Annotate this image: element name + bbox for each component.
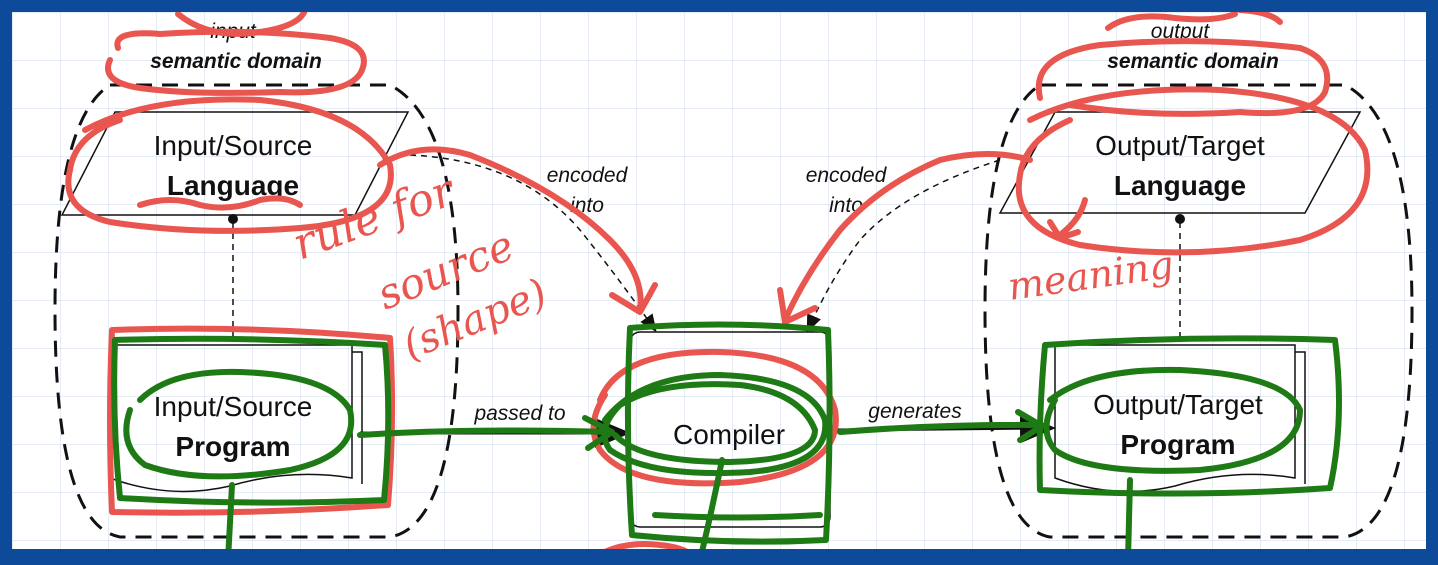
passed-to-label: passed to: [473, 402, 565, 425]
red-underline-language: [137, 195, 303, 211]
output-language-line2: Language: [1114, 170, 1246, 201]
compiler-label: Compiler: [673, 419, 785, 450]
note-meaning: meaning: [1005, 242, 1176, 309]
green-stem-input: [225, 482, 235, 549]
compiler-diagram: input semantic domain output semantic do…: [53, 12, 1414, 549]
green-arrow-generates: [837, 409, 1045, 443]
input-program-line2: Program: [175, 431, 290, 462]
input-language-anchor: [228, 214, 238, 224]
right-encoded-line1: encoded: [806, 164, 888, 187]
green-tick-compiler: [652, 512, 823, 521]
right-domain-boundary: [983, 83, 1414, 539]
green-stem-output: [1125, 477, 1133, 549]
output-program-line2: Program: [1120, 429, 1235, 460]
input-language-line1: Input/Source: [154, 130, 313, 161]
green-circle-output-program: [1043, 366, 1303, 474]
output-domain-label: semantic domain: [1107, 50, 1279, 73]
green-arrow-passed-to: [357, 415, 615, 451]
output-program-line1: Output/Target: [1093, 389, 1263, 420]
red-circle-input-language: [65, 96, 394, 234]
left-domain-boundary: [53, 83, 460, 539]
red-arrow-right-head: [777, 287, 818, 325]
red-box-input-program: [107, 325, 396, 516]
green-circle-input-program: [123, 368, 355, 480]
red-arrow-left: [377, 146, 644, 313]
red-scribble-input-domain: [105, 28, 367, 96]
generates-label: generates: [868, 400, 962, 423]
red-circle-output-language: [1015, 86, 1371, 256]
input-program-stack: [352, 351, 363, 484]
slide-frame: input semantic domain output semantic do…: [12, 12, 1426, 549]
red-arrow-left-head: [609, 282, 658, 315]
output-program-stack: [1295, 351, 1306, 484]
output-program-shape: [1054, 344, 1296, 493]
output-domain-top-label: output: [1151, 20, 1211, 43]
red-arrow-to-meaning: [1047, 197, 1088, 241]
input-domain-label: semantic domain: [150, 50, 322, 73]
output-language-anchor: [1175, 214, 1185, 224]
red-scribble-output-domain: [1035, 38, 1331, 117]
encoded-into-arrow-left: [409, 154, 657, 333]
red-scribble-output-top: [1105, 12, 1283, 31]
green-box-compiler: [624, 321, 833, 545]
green-box-input-program: [111, 335, 392, 506]
output-language-line1: Output/Target: [1095, 130, 1265, 161]
encoded-into-arrow-right: [806, 159, 1001, 333]
green-stem-compiler: [699, 457, 725, 549]
red-arrow-right: [782, 151, 1033, 323]
input-program-line1: Input/Source: [154, 391, 313, 422]
left-encoded-line1: encoded: [547, 164, 629, 187]
green-box-output-program: [1036, 335, 1342, 497]
red-scribble-bottom: [604, 541, 688, 549]
